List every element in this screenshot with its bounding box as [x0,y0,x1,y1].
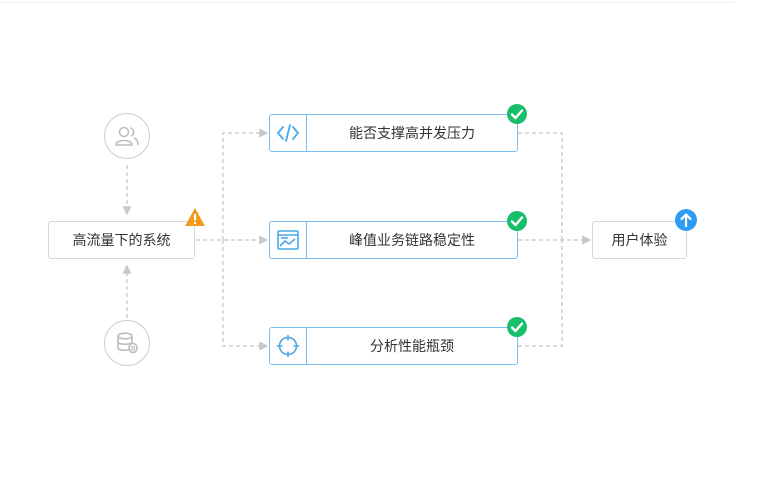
users-icon [115,126,139,146]
source-to-step-1-line [222,128,269,240]
check-icon [507,211,527,231]
step-3-icon-box [270,328,307,364]
check-icon [507,104,527,124]
step-1-node: 能否支撑高并发压力 [269,114,518,152]
source-node-label: 高流量下的系统 [72,233,171,249]
top-divider [0,2,735,3]
target-node-label: 用户体验 [611,233,668,249]
users-node [104,113,150,159]
step-3-to-merge-line [518,240,563,347]
step-3-label: 分析性能瓶颈 [370,339,454,355]
arrow-up-icon [675,209,697,231]
step-1-label: 能否支撑高并发压力 [349,126,475,142]
warning-icon [185,208,205,226]
source-to-step-3-line [222,240,269,351]
code-icon [277,124,299,142]
check-icon [507,317,527,337]
step-1-to-merge-line [518,132,563,240]
monitor-chart-icon [277,230,299,250]
step-2-icon-box [270,222,307,258]
step-3-node: 分析性能瓶颈 [269,327,518,365]
step-1-icon-box [270,115,307,151]
database-node [104,320,150,366]
database-icon [117,332,138,354]
source-node: 高流量下的系统 [48,221,195,259]
step-2-label: 峰值业务链路稳定性 [349,233,475,249]
step-2-node: 峰值业务链路稳定性 [269,221,518,259]
crosshair-icon [276,334,300,358]
target-node: 用户体验 [592,221,687,259]
